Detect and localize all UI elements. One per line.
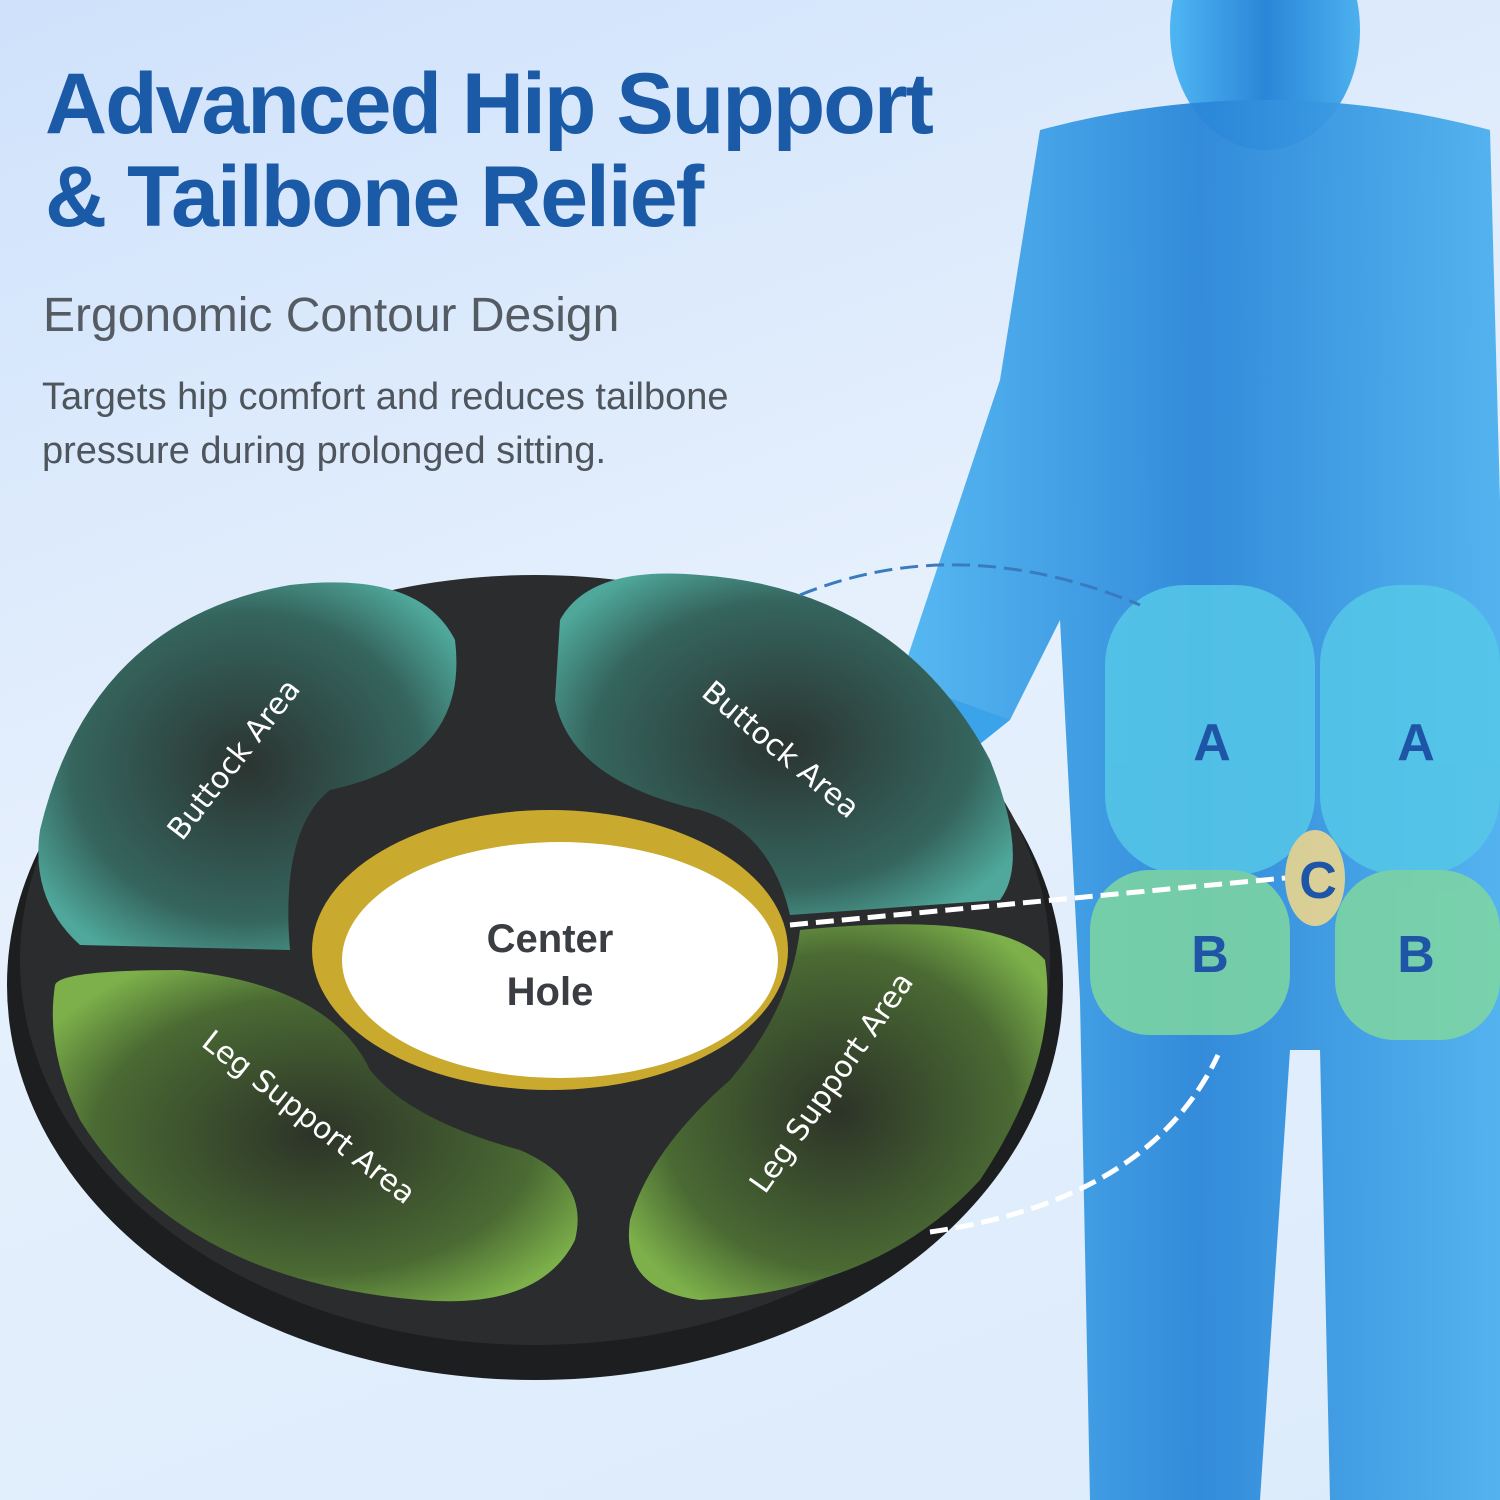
zone-a-left-label: A	[1193, 714, 1231, 772]
center-hole-label-line1: Center	[487, 917, 614, 961]
leg-pad-left	[52, 970, 578, 1302]
center-hole-label-line2: Hole	[507, 970, 594, 1014]
description: Targets hip comfort and reduces tailbone…	[42, 376, 729, 472]
center-hole	[342, 842, 778, 1078]
title-line-2: & Tailbone Relief	[45, 149, 704, 245]
buttock-pad-left	[38, 582, 457, 950]
body-zones	[1090, 585, 1500, 1040]
page-title: Advanced Hip Support& Tailbone Relief	[45, 56, 934, 245]
subtitle: Ergonomic Contour Design	[43, 289, 620, 342]
connector-lines	[789, 563, 1286, 1235]
buttock-pad-right	[555, 573, 1013, 915]
zone-c-label: C	[1299, 852, 1337, 910]
zone-b-left-label: B	[1191, 926, 1229, 984]
zone-a-right-label: A	[1397, 714, 1435, 772]
title-line-1: Advanced Hip Support	[45, 56, 934, 152]
leg-pad-right	[628, 924, 1048, 1300]
seat-cushion	[7, 573, 1063, 1380]
zone-b-right-label: B	[1397, 926, 1435, 984]
